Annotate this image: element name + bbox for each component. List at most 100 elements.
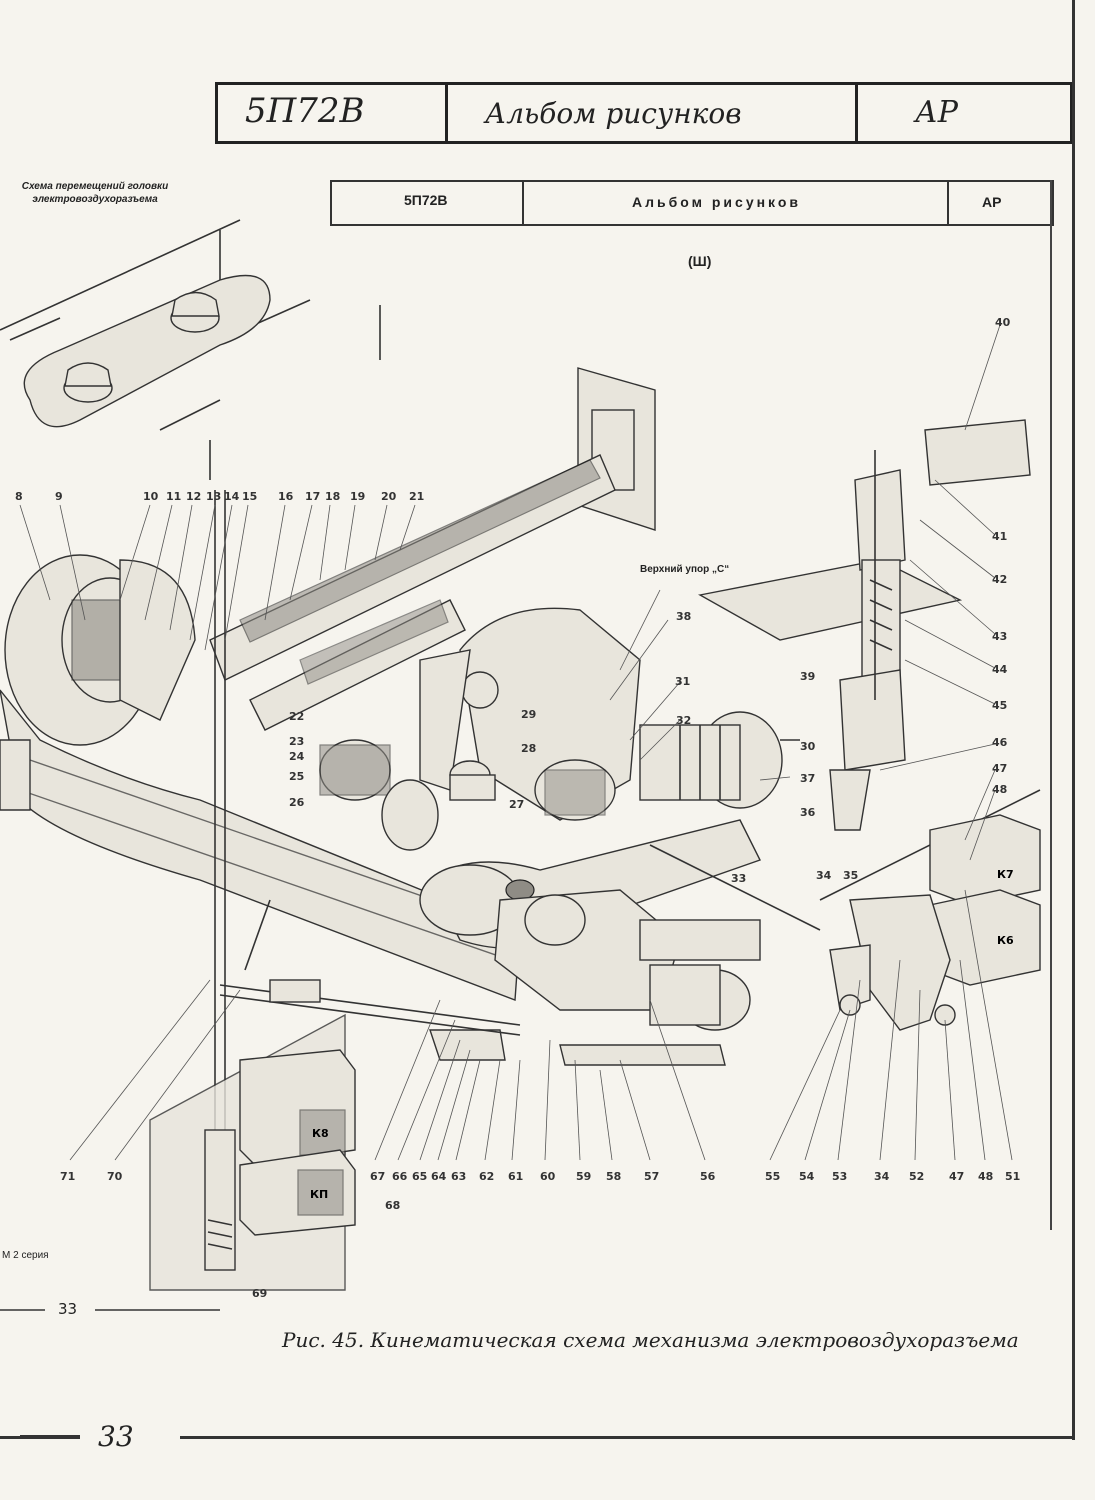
part-number: 15 <box>242 490 257 503</box>
right-vertical-assembly <box>697 419 1031 831</box>
upper-stop-callout: Верхний упор „С“ <box>640 564 730 575</box>
part-number: 62 <box>479 1170 494 1183</box>
part-number: 11 <box>166 490 181 503</box>
part-number: 48 <box>992 783 1007 796</box>
part-number: 61 <box>508 1170 523 1183</box>
part-number: 35 <box>843 869 858 882</box>
sheet-mark: (Ш) <box>688 253 712 269</box>
top-row-leaders <box>19 504 416 651</box>
part-number: 51 <box>1005 1170 1020 1183</box>
part-number: 13 <box>206 490 221 503</box>
part-number: 29 <box>521 708 536 721</box>
part-number: 71 <box>60 1170 75 1183</box>
part-number: 31 <box>675 675 690 688</box>
part-number: 45 <box>992 699 1007 712</box>
outer-frame-bottom-left <box>0 1436 80 1439</box>
series-note: М 2 серия <box>2 1250 49 1261</box>
lower-left-blocks <box>149 1013 356 1291</box>
part-number: 34 <box>874 1170 890 1183</box>
part-number: 56 <box>700 1170 716 1183</box>
part-number: 19 <box>350 490 365 503</box>
part-number: 27 <box>509 798 524 811</box>
part-number: 64 <box>431 1170 447 1183</box>
part-number: 23 <box>289 735 304 748</box>
part-number: 48 <box>978 1170 993 1183</box>
part-number: 47 <box>992 762 1007 775</box>
spring-assembly <box>209 367 656 731</box>
part-number: 60 <box>540 1170 556 1183</box>
right-column-leaders <box>609 324 1001 861</box>
part-number: 44 <box>992 663 1008 676</box>
part-number: 28 <box>521 742 536 755</box>
part-number: 10 <box>143 490 159 503</box>
part-number: 40 <box>995 316 1011 329</box>
tie-rod <box>214 490 521 1170</box>
part-number: 38 <box>676 610 691 623</box>
part-number: 69 <box>252 1287 267 1300</box>
part-number: 37 <box>800 772 815 785</box>
part-number: 57 <box>644 1170 659 1183</box>
inner-title-code: 5П72В <box>404 192 448 208</box>
part-number: 66 <box>392 1170 408 1183</box>
outer-frame-bottom <box>180 1436 1075 1439</box>
part-number: 14 <box>224 490 240 503</box>
relay-block-labels: К7 К6 К8 КП <box>310 868 1014 1201</box>
block-label-k7: К7 <box>997 868 1014 881</box>
bottom-row-leaders <box>69 889 1013 1161</box>
outer-title-code: 5П72В <box>245 91 365 131</box>
part-number: 34 <box>816 869 832 882</box>
part-number: 36 <box>800 806 816 819</box>
part-number: 68 <box>385 1199 400 1212</box>
lower-mechanism <box>429 889 761 1066</box>
part-number: 21 <box>409 490 424 503</box>
part-number: 9 <box>55 490 63 503</box>
block-label-k8: К8 <box>312 1127 329 1140</box>
part-number: 43 <box>992 630 1007 643</box>
inner-title-text: Альбом рисунков <box>632 194 802 210</box>
part-number: 63 <box>451 1170 466 1183</box>
part-number: 24 <box>289 750 305 763</box>
part-number: 55 <box>765 1170 780 1183</box>
part-number: 58 <box>606 1170 621 1183</box>
part-number: 46 <box>992 736 1008 749</box>
part-number: 16 <box>278 490 294 503</box>
part-number: 67 <box>370 1170 385 1183</box>
inner-frame-right <box>1050 180 1052 1230</box>
outer-title-text: Альбом рисунков <box>485 97 742 130</box>
part-number: 22 <box>289 710 304 723</box>
part-number: 20 <box>381 490 397 503</box>
part-number: 8 <box>15 490 23 503</box>
part-number: 70 <box>107 1170 123 1183</box>
part-number: 25 <box>289 770 304 783</box>
outer-frame-right <box>1072 0 1075 1440</box>
part-number: 30 <box>800 740 816 753</box>
part-number: 18 <box>325 490 340 503</box>
part-number: 17 <box>305 490 320 503</box>
part-number: 52 <box>909 1170 924 1183</box>
center-gears <box>319 739 616 851</box>
outer-title-abbr: АР <box>915 95 958 130</box>
outer-page-number: 33 <box>98 1420 134 1453</box>
part-number: 54 <box>799 1170 815 1183</box>
part-number: 42 <box>992 573 1007 586</box>
part-number: 39 <box>800 670 815 683</box>
part-number: 12 <box>186 490 201 503</box>
block-label-k6: К6 <box>997 934 1014 947</box>
part-number: 59 <box>576 1170 591 1183</box>
part-number: 32 <box>676 714 691 727</box>
inset-caption: Схема перемещений головки электровоздухо… <box>21 181 169 205</box>
inner-title-block: 5П72В Альбом рисунков АР <box>330 180 1054 226</box>
block-label-k11: КП <box>310 1188 328 1201</box>
inset-movement-diagram <box>0 219 381 480</box>
inner-title-abbr: АР <box>982 194 1002 210</box>
part-number: 65 <box>412 1170 427 1183</box>
part-number: 33 <box>731 872 746 885</box>
gear-housing <box>4 554 196 746</box>
figure-caption: Рис. 45. Кинематическая схема механизма … <box>282 1328 1019 1352</box>
part-number: 47 <box>949 1170 964 1183</box>
part-number: 53 <box>832 1170 847 1183</box>
inner-page-number: 33 <box>58 1300 78 1318</box>
part-number: 26 <box>289 796 305 809</box>
part-number-labels: 8 9 10 11 12 13 14 15 16 17 18 19 20 21 … <box>15 316 1020 1300</box>
